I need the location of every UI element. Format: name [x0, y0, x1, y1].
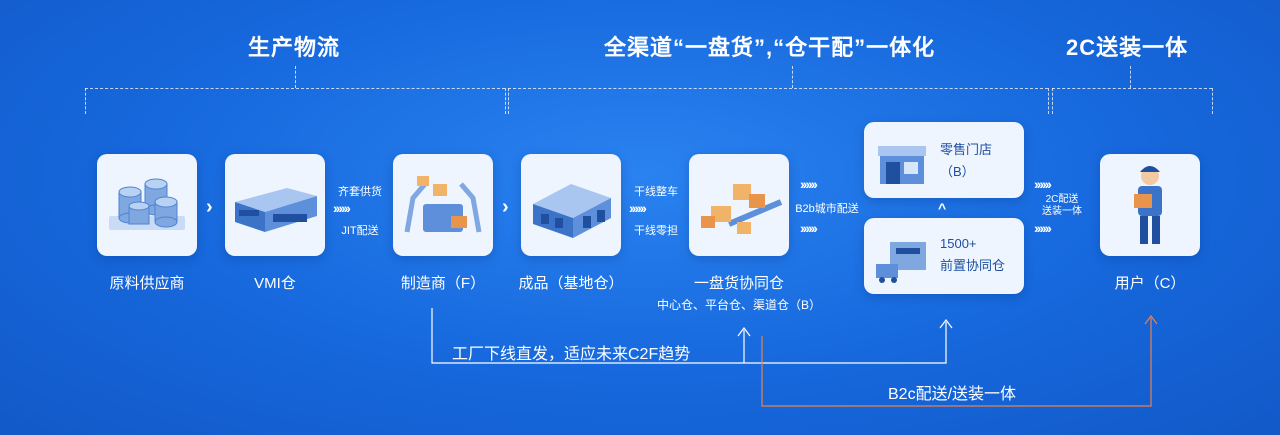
link-b-bottom-label: 干线零担: [634, 225, 678, 237]
section-title-2c: 2C送装一体: [1066, 35, 1189, 60]
arrow-up-icon: [1144, 315, 1158, 325]
retail-store-label-1: 零售门店: [940, 142, 993, 157]
retail-store-label-2: （B）: [940, 164, 975, 179]
base-warehouse-icon: [533, 184, 611, 238]
finished-goods-card: [521, 154, 621, 256]
finished-goods-label: 成品（基地仓）: [518, 275, 624, 292]
section-title-omni: 全渠道“一盘货”,“仓干配”一体化: [604, 35, 936, 60]
user-label: 用户（C）: [1114, 275, 1186, 292]
bracket-end: [1212, 88, 1213, 114]
chevrons-icon: ››››››: [1034, 220, 1052, 236]
supplier-card: [97, 154, 197, 256]
bracket-bar-2c: [1052, 88, 1212, 89]
b2c-flow-line: [761, 318, 1152, 407]
link-d-top-label: 2C配送: [1045, 194, 1079, 205]
bracket-end: [85, 88, 86, 114]
bracket-stem-omni: [792, 66, 793, 88]
section-title-production: 生产物流: [248, 35, 341, 60]
arrow-up-icon: [737, 327, 751, 337]
coop-warehouse-sub-label: 中心仓、平台仓、渠道仓（B）: [656, 298, 821, 312]
user-card: [1100, 154, 1200, 256]
front-warehouse-label-2: 前置协同仓: [940, 258, 1006, 273]
manufacturer-label: 制造商（F）: [400, 275, 486, 292]
chevrons-icon: ››››››: [1034, 176, 1052, 192]
b2c-flow-label: B2c配送/送装一体: [888, 386, 1017, 403]
courier-icon: [1134, 166, 1162, 244]
tanks-icon: [109, 178, 185, 230]
boxes-conveyor-icon: [701, 184, 783, 234]
arrow-right-icon: ›: [206, 196, 213, 218]
link-c-label: B2b城市配送: [795, 203, 859, 215]
arrow-right-icon: ›: [502, 196, 509, 218]
c2f-flow-label: 工厂下线直发，适应未来C2F趋势: [452, 346, 691, 363]
manufacturer-card: [393, 154, 493, 256]
bracket-bar-omni: [508, 88, 1048, 89]
bracket-end: [508, 88, 509, 114]
bracket-stem-production: [295, 66, 296, 88]
link-a-top-label: 齐套供货: [338, 186, 382, 198]
bracket-bar-production: [85, 88, 505, 89]
chevrons-icon: ››››››: [800, 176, 818, 192]
store-icon: [878, 146, 926, 184]
bracket-end: [505, 88, 506, 114]
front-warehouse-icon: [876, 242, 926, 283]
coop-warehouse-label: 一盘货协同仓: [693, 275, 784, 292]
retail-store-card: 零售门店 （B）: [864, 122, 1024, 198]
arrow-up-icon: [939, 319, 953, 329]
front-warehouse-label-1: 1500+: [940, 236, 977, 251]
link-a-bottom-label: JIT配送: [341, 225, 379, 237]
robot-arm-icon: [404, 176, 482, 233]
bracket-stem-2c: [1130, 66, 1131, 88]
supplier-label: 原料供应商: [109, 275, 185, 292]
chevrons-icon: ››››››: [629, 200, 647, 216]
caret-up-icon: ^: [938, 200, 947, 216]
chevrons-icon: ››››››: [333, 200, 351, 216]
link-d-bottom-label: 送装一体: [1042, 206, 1082, 217]
front-warehouse-card: 1500+ 前置协同仓: [864, 218, 1024, 294]
vmi-card: [225, 154, 325, 256]
link-b-top-label: 干线整车: [634, 186, 678, 198]
warehouse-icon: [235, 188, 317, 232]
bracket-end: [1052, 88, 1053, 114]
coop-warehouse-card: [689, 154, 789, 256]
bracket-end: [1048, 88, 1049, 114]
chevrons-icon: ››››››: [800, 220, 818, 236]
vmi-label: VMI仓: [254, 275, 296, 292]
c2f-flow-line: [431, 308, 947, 364]
